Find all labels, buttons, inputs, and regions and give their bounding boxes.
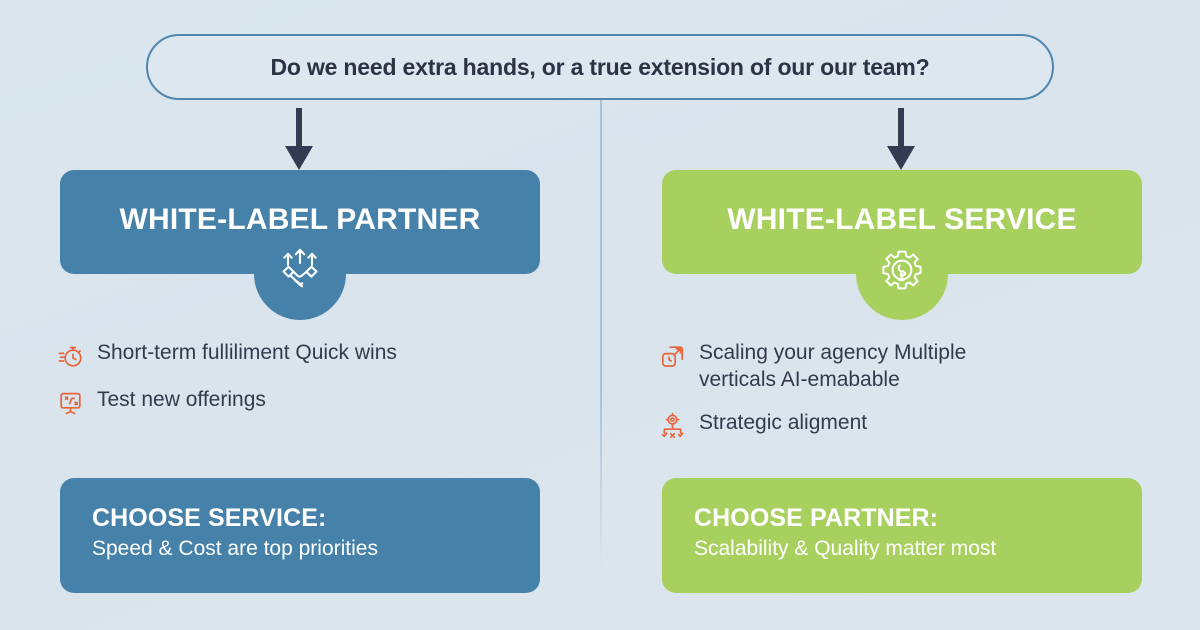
gear-wrench-icon <box>856 228 948 320</box>
service-cta-box: CHOOSE PARTNER: Scalability & Quality ma… <box>662 478 1142 593</box>
arrow-shaft <box>296 108 302 150</box>
column-white-label-service: WHITE-LABEL SERVICE <box>662 170 1142 320</box>
service-cta-subtitle: Scalability & Quality matter most <box>694 537 997 560</box>
list-item: Strategic aligment <box>657 410 1127 441</box>
column-divider <box>600 100 602 570</box>
question-pill: Do we need extra hands, or a true extens… <box>146 34 1054 100</box>
partner-cta-title: CHOOSE SERVICE: <box>92 504 327 532</box>
list-item-label: Test new offerings <box>97 388 266 411</box>
stopwatch-icon <box>55 341 85 371</box>
question-text: Do we need extra hands, or a true extens… <box>270 53 930 80</box>
list-item-label: Scaling your agency Multiple verticals A… <box>699 341 967 391</box>
list-item: Short-term fulliliment Quick wins <box>55 340 525 371</box>
scale-expand-icon <box>657 341 687 371</box>
handshake-arrows-icon <box>254 228 346 320</box>
service-cta-title: CHOOSE PARTNER: <box>694 504 939 532</box>
arrow-head <box>285 146 313 170</box>
list-item: Test new offerings <box>55 387 525 418</box>
list-item-label: Short-term fulliliment Quick wins <box>97 341 397 364</box>
partner-cta-subtitle: Speed & Cost are top priorities <box>92 537 378 560</box>
service-header-box: WHITE-LABEL SERVICE <box>662 170 1142 320</box>
arrow-down-left-icon <box>282 108 316 170</box>
strategy-target-icon <box>657 411 687 441</box>
arrow-down-right-icon <box>884 108 918 170</box>
arrow-shaft <box>898 108 904 150</box>
column-white-label-partner: WHITE-LABEL PARTNER <box>60 170 540 320</box>
list-item-label: Strategic aligment <box>699 410 868 434</box>
partner-bullet-list: Short-term fulliliment Quick wins Test n… <box>55 340 525 434</box>
presentation-board-icon <box>55 388 85 418</box>
service-bullet-list: Scaling your agency Multiple verticals A… <box>657 340 1127 457</box>
arrow-head <box>887 146 915 170</box>
list-item: Scaling your agency Multiple verticals A… <box>657 340 1127 394</box>
partner-cta-box: CHOOSE SERVICE: Speed & Cost are top pri… <box>60 478 540 593</box>
partner-header-box: WHITE-LABEL PARTNER <box>60 170 540 320</box>
